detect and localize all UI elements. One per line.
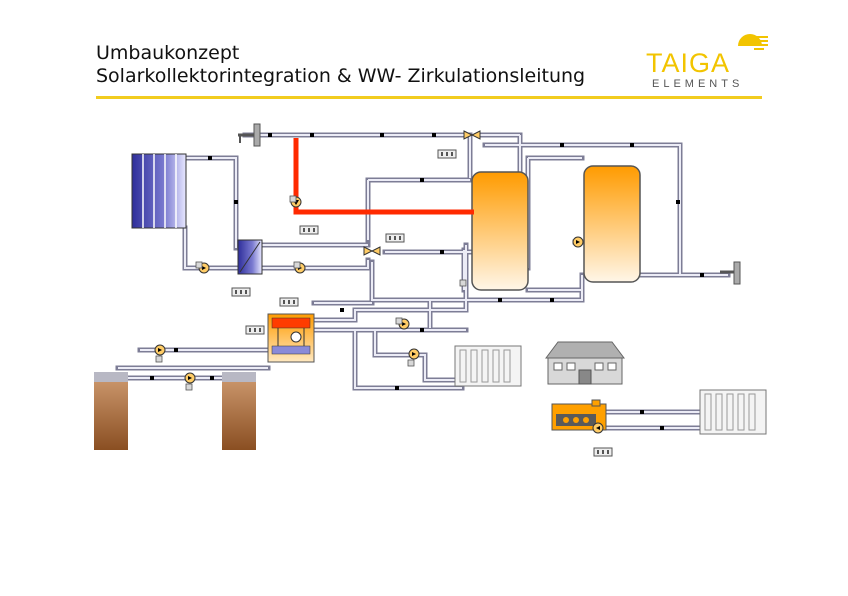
- page-title: Umbaukonzept Solarkollektorintegration &…: [96, 42, 585, 88]
- borehole-left: [94, 372, 128, 450]
- mixing-valve: [363, 130, 481, 256]
- page-title-line-1: Umbaukonzept: [96, 42, 240, 64]
- logo-tagline: ELEMENTS: [652, 78, 744, 90]
- house-icon: [545, 341, 625, 385]
- water-tap-left: [238, 123, 261, 147]
- taiga-elements-logo: TAIGA ELEMENTS: [642, 28, 774, 94]
- title-underline: [96, 96, 762, 99]
- solar-collector: [131, 153, 187, 229]
- page-title-line-2: Solarkollektorintegration & WW- Zirkulat…: [96, 65, 586, 87]
- plate-heat-exchanger: [237, 239, 263, 275]
- radiator-floor-heating-2: [699, 389, 767, 435]
- buffer-tank-1: [471, 171, 529, 291]
- sun-icon: [738, 34, 768, 50]
- borehole-right: [222, 372, 256, 450]
- buffer-tank-2: [583, 165, 641, 283]
- logo-brand: TAIGA: [646, 48, 731, 78]
- pipe-joints: [150, 133, 704, 430]
- water-tap-right: [720, 261, 741, 285]
- radiator-floor-heating-1: [454, 345, 522, 387]
- heat-pump: [267, 313, 315, 363]
- new-circulation-line: [293, 138, 474, 215]
